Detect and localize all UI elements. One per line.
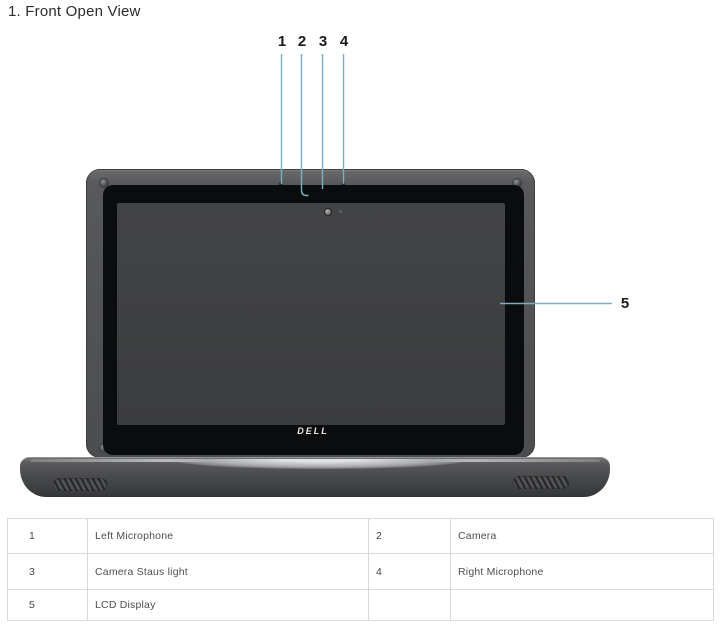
laptop-lid: DELL <box>86 169 535 458</box>
legend-num: 3 <box>7 553 88 590</box>
screen-bezel: DELL <box>103 185 524 455</box>
lcd-display <box>117 203 505 425</box>
callout-number-4: 4 <box>339 33 349 50</box>
legend-num <box>368 589 451 621</box>
camera <box>325 209 331 215</box>
legend-label: Right Microphone <box>450 553 714 590</box>
right-speaker-grille-icon <box>513 476 569 489</box>
legend-label: Camera <box>450 518 714 554</box>
table-row: 1 Left Microphone 2 Camera <box>7 518 714 554</box>
screw-icon <box>100 179 108 187</box>
legend-num: 5 <box>7 589 88 621</box>
legend-num: 4 <box>368 553 451 590</box>
legend-num: 1 <box>7 518 88 554</box>
legend-table: 1 Left Microphone 2 Camera 3 Camera Stau… <box>7 518 714 621</box>
dell-logo: DELL <box>297 426 329 436</box>
legend-label: Camera Staus light <box>87 553 369 590</box>
page-title: 1. Front Open View <box>8 3 141 20</box>
callout-number-2: 2 <box>297 33 307 50</box>
callout-number-5: 5 <box>620 295 630 312</box>
legend-label <box>450 589 714 621</box>
camera-status-light <box>339 210 342 213</box>
legend-num: 2 <box>368 518 451 554</box>
legend-label: Left Microphone <box>87 518 369 554</box>
callout-number-3: 3 <box>318 33 328 50</box>
left-microphone <box>279 182 282 186</box>
table-row: 3 Camera Staus light 4 Right Microphone <box>7 553 714 590</box>
hinge-highlight-center <box>170 459 470 469</box>
table-row: 5 LCD Display <box>7 589 714 621</box>
legend-label: LCD Display <box>87 589 369 621</box>
laptop-base <box>20 457 610 497</box>
left-speaker-grille-icon <box>53 478 107 491</box>
callout-number-1: 1 <box>277 33 287 50</box>
screw-icon <box>513 179 521 187</box>
right-microphone <box>342 182 345 186</box>
